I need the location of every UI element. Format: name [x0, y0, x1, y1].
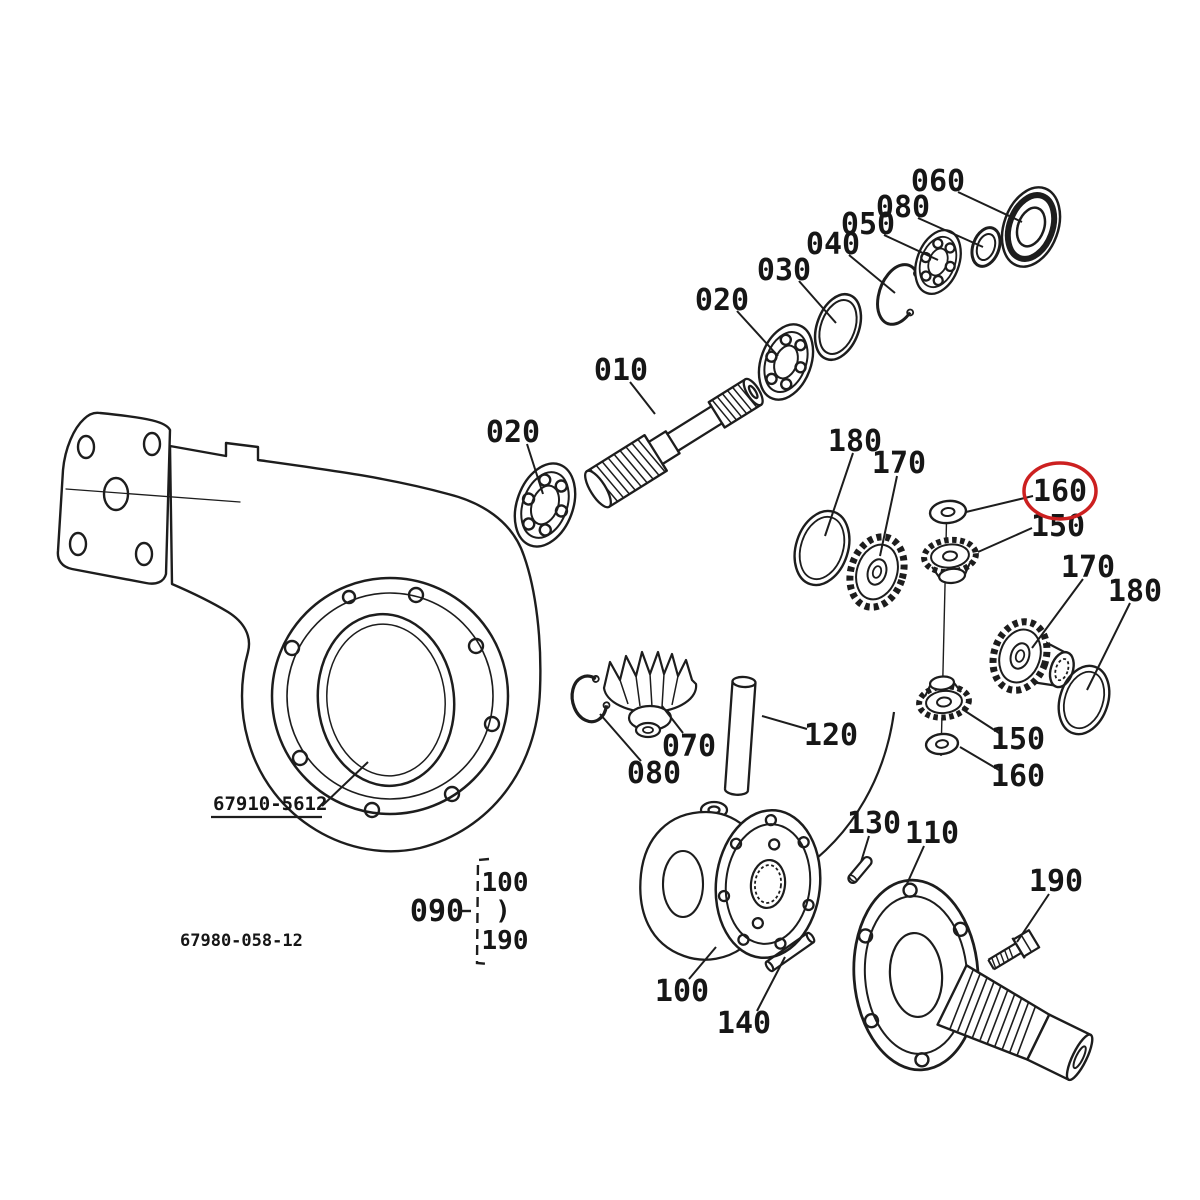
bracket-range-separator: ): [495, 896, 511, 926]
drawing-number: 67980-058-12: [180, 931, 303, 951]
collar-080-top: [970, 226, 1002, 268]
bracket-090: 090 100 ) 190: [410, 857, 529, 966]
pin-130: [847, 855, 873, 885]
callout-100: 100: [655, 974, 709, 1009]
reference-numbers: 67910-5612 67980-058-12: [180, 761, 369, 951]
callout-130: 130: [847, 806, 901, 841]
callout-140: 140: [717, 1006, 771, 1041]
callout-020-upper: 020: [695, 283, 749, 318]
washer-160-bottom: [924, 732, 960, 756]
oil-seal-060: [1000, 186, 1062, 268]
bolt-190: [987, 929, 1041, 971]
callout-190: 190: [1029, 864, 1083, 899]
o-ring-030: [813, 293, 863, 361]
leader-lines: [526, 191, 1131, 1012]
callout-060: 060: [911, 164, 965, 199]
callout-080-lower: 080: [627, 756, 681, 791]
callout-180-right: 180: [1108, 574, 1162, 609]
callout-080-top: 080: [876, 190, 930, 225]
bracket-label: 090: [410, 894, 464, 929]
callout-150-lower: 150: [991, 722, 1045, 757]
bracket-range-end: 190: [482, 926, 529, 956]
side-gear-170-left: [846, 533, 908, 611]
spider-gear-150-bottom: [916, 675, 972, 721]
bearing-020-right: [757, 323, 815, 401]
snap-ring-080-lower: [570, 674, 611, 724]
callout-010: 010: [594, 353, 648, 388]
callout-040: 040: [806, 227, 860, 262]
bracket-range-start: 100: [482, 868, 529, 898]
callout-110: 110: [905, 816, 959, 851]
highlight-circle: [1022, 461, 1098, 521]
callout-070: 070: [662, 729, 716, 764]
callout-020-left: 020: [486, 415, 540, 450]
bearing-050: [914, 229, 962, 295]
callout-170-left: 170: [872, 446, 926, 481]
thrust-ring-180-right: [1057, 664, 1111, 736]
spider-gear-150-top: [921, 536, 979, 585]
callout-160-circled: 160: [1033, 474, 1087, 509]
bevel-gear-070: [602, 650, 698, 739]
callout-170-right: 170: [1061, 550, 1115, 585]
callout-180-left: 180: [828, 424, 882, 459]
bearing-020-left: [513, 462, 577, 548]
axle-hub-110: [852, 878, 1094, 1082]
side-gear-170-right: [989, 618, 1075, 694]
callout-120: 120: [804, 718, 858, 753]
callout-160-lower: 160: [991, 759, 1045, 794]
callout-labels: 060 080 050 040 030 020 010 020 180 170 …: [486, 164, 1162, 1041]
callout-030: 030: [757, 253, 811, 288]
pin-120: [723, 675, 757, 796]
axle-housing: [56, 411, 542, 853]
callout-050: 050: [841, 207, 895, 242]
housing-part-number: 67910-5612: [213, 793, 327, 815]
differential-case-100: [639, 800, 822, 961]
pinion-shaft-010: [584, 377, 764, 509]
washer-160-top: [928, 499, 968, 525]
